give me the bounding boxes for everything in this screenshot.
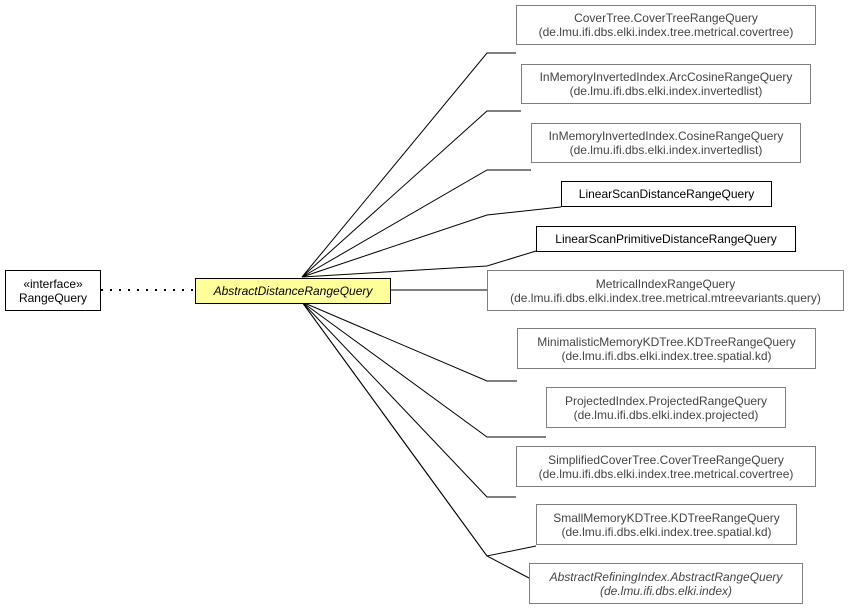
class-package: (de.lmu.ifi.dbs.elki.index.tree.metrical… xyxy=(538,466,794,481)
class-package: (de.lmu.ifi.dbs.elki.index.tree.metrical… xyxy=(510,290,821,305)
edge-projected xyxy=(301,301,546,438)
class-node-refining[interactable]: AbstractRefiningIndex.AbstractRangeQuery… xyxy=(529,563,803,604)
class-node-cosine[interactable]: InMemoryInvertedIndex.CosineRangeQuery (… xyxy=(531,123,801,163)
class-name: InMemoryInvertedIndex.ArcCosineRangeQuer… xyxy=(539,70,793,84)
class-node-smallmemory[interactable]: SmallMemoryKDTree.KDTreeRangeQuery (de.l… xyxy=(536,504,797,545)
class-node-metrical[interactable]: MetricalIndexRangeQuery (de.lmu.ifi.dbs.… xyxy=(487,270,844,311)
focus-node-abstractdistancerangequery[interactable]: AbstractDistanceRangeQuery xyxy=(195,278,391,304)
edge-minimalistic xyxy=(301,301,517,382)
class-package: (de.lmu.ifi.dbs.elki.index.invertedlist) xyxy=(569,84,763,98)
class-name: SimplifiedCoverTree.CoverTreeRangeQuery xyxy=(548,452,784,467)
focus-name: AbstractDistanceRangeQuery xyxy=(213,284,373,298)
class-name: MetricalIndexRangeQuery xyxy=(595,276,736,291)
class-package: (de.lmu.ifi.dbs.elki.index) xyxy=(599,583,733,598)
edge-linearscan xyxy=(301,206,562,278)
inheritance-edges xyxy=(301,52,562,579)
class-name: CoverTree.CoverTreeRangeQuery xyxy=(574,11,758,25)
class-node-projected[interactable]: ProjectedIndex.ProjectedRangeQuery (de.l… xyxy=(546,387,786,428)
interface-stereotype: «interface» xyxy=(23,276,83,291)
class-package: (de.lmu.ifi.dbs.elki.index.tree.metrical… xyxy=(538,25,794,39)
interface-name: RangeQuery xyxy=(18,290,88,305)
interface-node-rangequery[interactable]: «interface» RangeQuery xyxy=(5,270,101,311)
edge-arccosine xyxy=(301,110,521,278)
class-node-arccosine[interactable]: InMemoryInvertedIndex.ArcCosineRangeQuer… xyxy=(521,64,811,104)
edge-linearprimitive xyxy=(301,250,537,278)
class-package: (de.lmu.ifi.dbs.elki.index.tree.spatial.… xyxy=(561,348,772,363)
class-name: SmallMemoryKDTree.KDTreeRangeQuery xyxy=(553,510,780,525)
class-name: ProjectedIndex.ProjectedRangeQuery xyxy=(564,393,768,408)
class-name: AbstractRefiningIndex.AbstractRangeQuery xyxy=(549,569,783,584)
class-name: MinimalisticMemoryKDTree.KDTreeRangeQuer… xyxy=(537,334,796,349)
class-node-minimalistic[interactable]: MinimalisticMemoryKDTree.KDTreeRangeQuer… xyxy=(517,328,816,369)
edge-smallmemory xyxy=(301,301,537,557)
class-node-simplified[interactable]: SimplifiedCoverTree.CoverTreeRangeQuery … xyxy=(516,446,816,487)
edge-cosine xyxy=(301,169,531,278)
edge-simplified xyxy=(301,301,516,498)
edge-refining xyxy=(301,301,530,579)
class-node-linearprimitive[interactable]: LinearScanPrimitiveDistanceRangeQuery xyxy=(536,226,796,252)
class-name: LinearScanDistanceRangeQuery xyxy=(578,187,755,201)
class-package: (de.lmu.ifi.dbs.elki.index.projected) xyxy=(573,407,759,422)
class-name: LinearScanPrimitiveDistanceRangeQuery xyxy=(555,232,777,246)
class-name: InMemoryInvertedIndex.CosineRangeQuery xyxy=(548,129,784,143)
class-node-linearscan[interactable]: LinearScanDistanceRangeQuery xyxy=(561,181,772,207)
class-node-covertree[interactable]: CoverTree.CoverTreeRangeQuery (de.lmu.if… xyxy=(516,5,816,45)
class-package: (de.lmu.ifi.dbs.elki.index.invertedlist) xyxy=(569,143,763,157)
class-package: (de.lmu.ifi.dbs.elki.index.tree.spatial.… xyxy=(561,524,772,539)
edge-covertree xyxy=(301,52,516,278)
